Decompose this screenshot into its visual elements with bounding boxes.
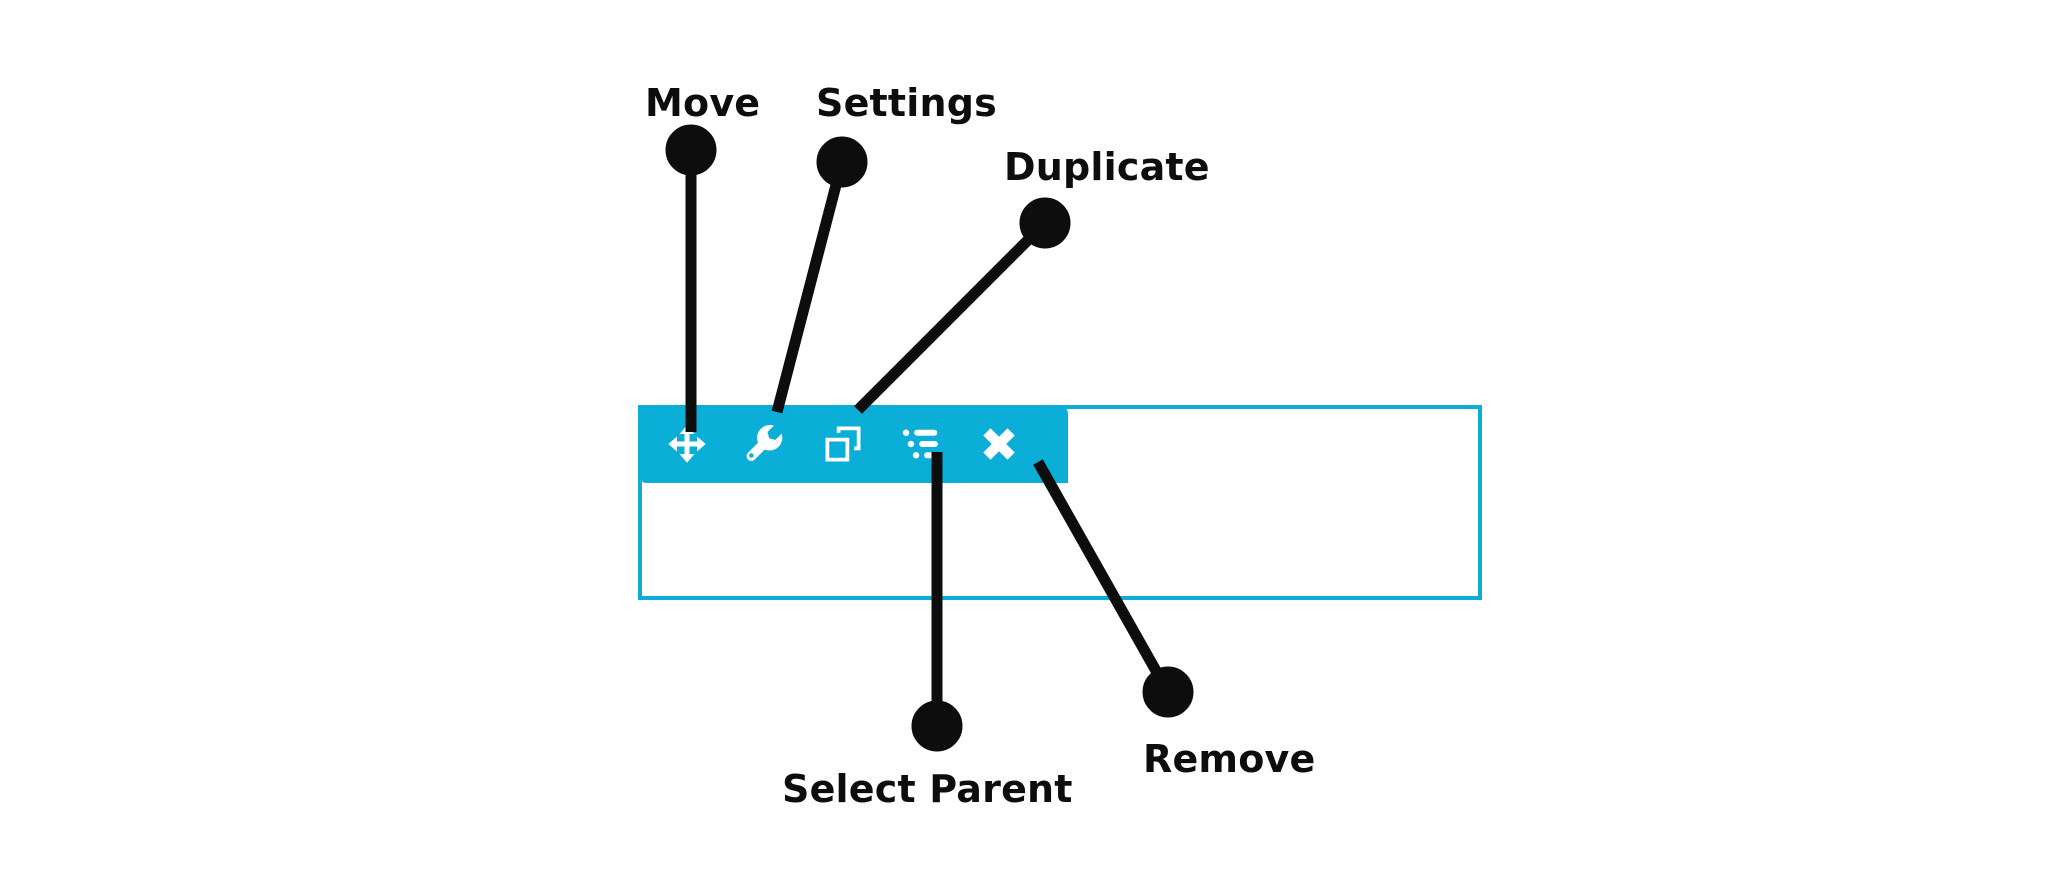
callout-label-move: Move — [645, 81, 761, 125]
leader-dot-duplicate — [1019, 197, 1071, 249]
select-parent-button[interactable] — [882, 405, 960, 483]
element-container — [638, 405, 1482, 600]
callout-label-settings: Settings — [816, 81, 997, 125]
duplicate-button[interactable] — [804, 405, 882, 483]
remove-button[interactable] — [960, 405, 1038, 483]
copy-icon — [823, 424, 863, 464]
leader-dot-select-parent — [911, 700, 963, 752]
callout-label-duplicate: Duplicate — [1004, 145, 1210, 189]
move-button[interactable] — [648, 405, 726, 483]
close-x-icon — [979, 424, 1019, 464]
leader-dot-settings — [816, 136, 868, 188]
leader-dot-move — [665, 124, 717, 176]
callout-label-select-parent: Select Parent — [782, 767, 1073, 811]
wrench-icon — [745, 424, 785, 464]
leader-line-settings — [771, 160, 848, 414]
element-toolbar — [638, 405, 1068, 483]
move-arrows-icon — [667, 424, 707, 464]
callout-label-remove: Remove — [1143, 737, 1316, 781]
settings-button[interactable] — [726, 405, 804, 483]
leader-dot-remove — [1142, 666, 1194, 718]
list-tree-icon — [901, 424, 941, 464]
leader-line-duplicate — [854, 219, 1049, 414]
